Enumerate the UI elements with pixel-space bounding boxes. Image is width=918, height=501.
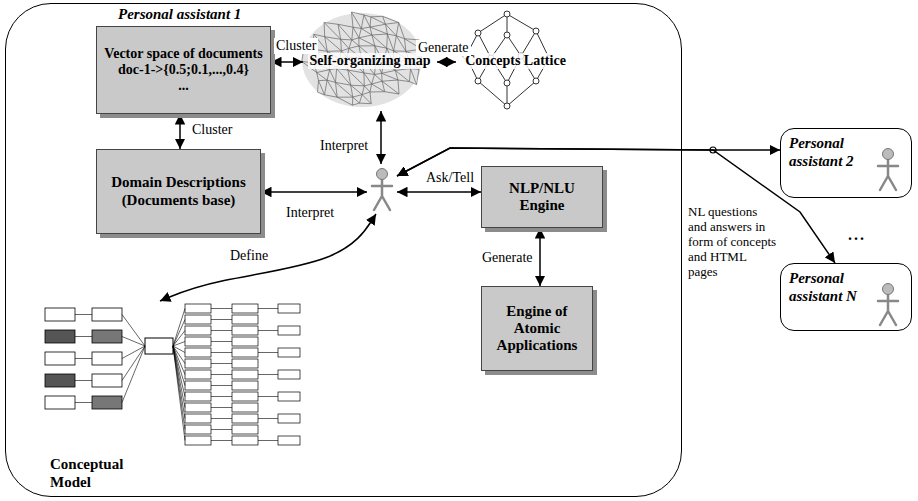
- edge-label: Cluster: [190, 122, 234, 138]
- node-text: Concepts Lattice: [463, 53, 568, 69]
- connector-arrow: [380, 111, 382, 164]
- model-box: [232, 348, 258, 357]
- model-box: [232, 326, 258, 335]
- edge-label: Interpret: [284, 205, 336, 221]
- edge-label: Ask/Tell: [424, 170, 476, 186]
- node-text: Personal assistant 1: [118, 6, 241, 23]
- person-body: [878, 295, 898, 325]
- connector-arrow: [179, 114, 181, 149]
- person-body: [878, 160, 898, 190]
- model-box: [92, 330, 122, 343]
- model-box: [232, 370, 258, 379]
- process-box: Vector space of documentsdoc-1->{0.5;0.1…: [96, 26, 271, 114]
- connector-arrow: [261, 191, 367, 193]
- lattice-node: Concepts Lattice: [456, 11, 575, 111]
- connector-arrow: [539, 228, 541, 286]
- user-figures: [878, 149, 898, 326]
- edge-label: Define: [228, 248, 270, 264]
- model-links: [75, 309, 278, 441]
- model-box: [232, 315, 258, 324]
- assistant-panel: Vector space of documentsdoc-1->{0.5;0.1…: [5, 3, 682, 497]
- model-box: [185, 414, 211, 423]
- model-box: [185, 359, 211, 368]
- model-box: [185, 326, 211, 335]
- model-box: [278, 436, 300, 445]
- model-box: [278, 392, 300, 401]
- model-box: [278, 326, 300, 335]
- process-box: Engine of Atomic Applications: [481, 286, 593, 371]
- connector-arrow: [397, 191, 481, 193]
- model-box: [232, 359, 258, 368]
- user-figure: [367, 164, 397, 214]
- node-text: Domain Descriptions (Documents base): [103, 174, 254, 209]
- node-text: Conceptual Model: [50, 455, 142, 491]
- node-text: doc-1->{0.5;0.1,...,0.4}: [104, 62, 262, 78]
- model-box: [232, 381, 258, 390]
- edge-label: Generate: [416, 40, 471, 56]
- model-box: [185, 370, 211, 379]
- model-box: [45, 308, 75, 321]
- model-box: [278, 348, 300, 357]
- process-box: Domain Descriptions (Documents base): [96, 149, 261, 234]
- model-box: [278, 414, 300, 423]
- node-text: Personal assistant N: [789, 269, 875, 305]
- person-head: [377, 169, 388, 180]
- process-box: NLP/NLU Engine: [481, 166, 603, 228]
- model-box: [232, 337, 258, 346]
- model-box: [278, 304, 300, 313]
- model-box: [92, 308, 122, 321]
- person-head: [883, 284, 894, 295]
- person-head: [883, 149, 894, 160]
- model-box: [185, 304, 211, 313]
- edge-label: Cluster: [274, 38, 318, 54]
- model-box: [145, 338, 173, 354]
- model-box: [232, 425, 258, 434]
- assistant-box: Personal assistant N: [780, 263, 912, 331]
- model-box: [185, 436, 211, 445]
- model-box: [185, 381, 211, 390]
- ellipsis-label: ...: [848, 226, 876, 244]
- connector-arrow: [437, 61, 456, 63]
- som-node: Self-organizing map: [303, 11, 437, 111]
- model-box: [278, 370, 300, 379]
- edge-label: Generate: [480, 250, 535, 266]
- model-box: [185, 425, 211, 434]
- note-label: NL questions and answers in form of conc…: [688, 204, 778, 279]
- assistant-box: Personal assistant 2: [780, 128, 912, 198]
- model-box: [185, 315, 211, 324]
- connector-arrow: [271, 61, 303, 63]
- model-box: [232, 414, 258, 423]
- model-box: [92, 396, 122, 409]
- model-box: [232, 436, 258, 445]
- model-node: Conceptual Model: [36, 301, 336, 493]
- model-box: [185, 348, 211, 357]
- node-text: Personal assistant 2: [789, 134, 875, 170]
- model-box: [185, 337, 211, 346]
- model-box: [45, 352, 75, 365]
- model-box: [185, 403, 211, 412]
- node-text: NLP/NLU Engine: [488, 180, 596, 215]
- model-box: [45, 330, 75, 343]
- node-text: Self-organizing map: [308, 53, 433, 69]
- model-box: [185, 392, 211, 401]
- model-box: [232, 304, 258, 313]
- model-box: [45, 396, 75, 409]
- model-box: [92, 352, 122, 365]
- model-box: [45, 374, 75, 387]
- node-text: Vector space of documents: [104, 46, 262, 62]
- model-box: [232, 403, 258, 412]
- node-text: ...: [104, 78, 262, 94]
- user-icon: [367, 164, 397, 214]
- edge-label: Interpret: [318, 138, 370, 154]
- model-box: [92, 374, 122, 387]
- node-text: Engine of Atomic Applications: [488, 303, 586, 355]
- model-box: [232, 392, 258, 401]
- model-thumbnail: [45, 304, 300, 445]
- person-body: [372, 180, 392, 210]
